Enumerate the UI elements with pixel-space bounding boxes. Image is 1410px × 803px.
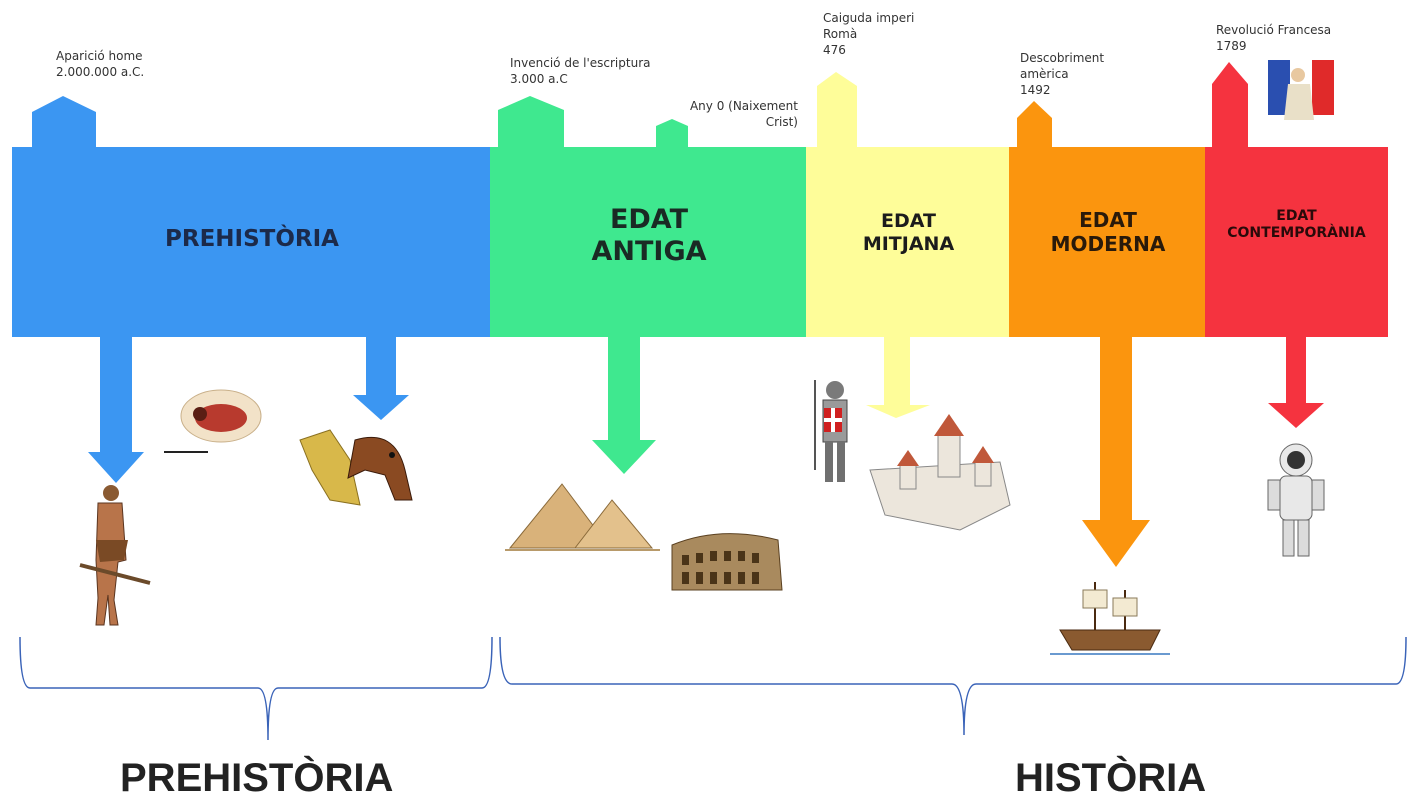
marker-invencio-escriptura: [498, 96, 564, 149]
era-label-edat-antiga: EDAT ANTIGA: [591, 204, 707, 268]
era-band-edat-contemporania: [1205, 147, 1388, 337]
knight-illustration: [814, 380, 848, 482]
event-any-0: Any 0 (Naixement Crist): [689, 99, 798, 129]
caveman-illustration: [79, 485, 151, 626]
marker-caiguda-imperi: [817, 72, 857, 149]
cave-painting-bison-illustration: [164, 389, 262, 453]
colosseum-illustration: [671, 533, 783, 591]
event-revolucio-francesa: Revolució Francesa 1789: [1216, 23, 1332, 53]
arrow-prehistoria-horse: [353, 335, 409, 420]
era-label-edat-moderna: EDAT MODERNA: [1050, 208, 1166, 256]
horse-and-wheat-illustration: [299, 429, 413, 506]
era-label-edat-contemporania: EDAT CONTEMPORÀNIA: [1227, 208, 1366, 241]
era-band-edat-moderna: [1009, 147, 1207, 337]
bottom-label-prehistoria: PREHISTÒRIA: [120, 756, 394, 800]
brace-prehistoria: [19, 636, 493, 741]
marker-aparicio-home: [32, 96, 96, 149]
event-aparicio-home: Aparició home 2.000.000 a.C.: [56, 49, 145, 79]
caravel-ship-illustration: [1050, 582, 1170, 655]
event-descobriment-america: Descobriment amèrica 1492: [1020, 51, 1105, 97]
arrow-moderna: [1082, 335, 1150, 567]
event-invencio-escriptura: Invenció de l'escriptura 3.000 a.C: [510, 56, 651, 86]
bottom-label-historia: HISTÒRIA: [1015, 756, 1207, 800]
era-band-edat-antiga: [490, 147, 808, 337]
liberty-flag-illustration: [1268, 60, 1334, 120]
arrow-prehistoria-caveman: [88, 335, 144, 483]
pyramids-illustration: [505, 483, 660, 551]
marker-descobriment-america: [1017, 101, 1052, 149]
arrow-antiga: [592, 335, 656, 474]
event-caiguda-imperi: Caiguda imperi Romà 476: [823, 11, 915, 57]
astronaut-illustration: [1267, 443, 1325, 557]
era-band-prehistoria: [12, 147, 492, 337]
era-label-edat-mitjana: EDAT MITJANA: [862, 210, 955, 255]
era-band-edat-mitjana: [806, 147, 1011, 337]
brace-historia: [499, 636, 1407, 736]
arrow-contemporania: [1268, 335, 1324, 428]
arrow-mitjana: [866, 335, 930, 418]
castle-illustration: [869, 414, 1011, 531]
marker-revolucio-francesa: [1212, 62, 1248, 149]
era-label-prehistoria: PREHISTÒRIA: [165, 226, 339, 252]
marker-any-0: [656, 119, 688, 149]
